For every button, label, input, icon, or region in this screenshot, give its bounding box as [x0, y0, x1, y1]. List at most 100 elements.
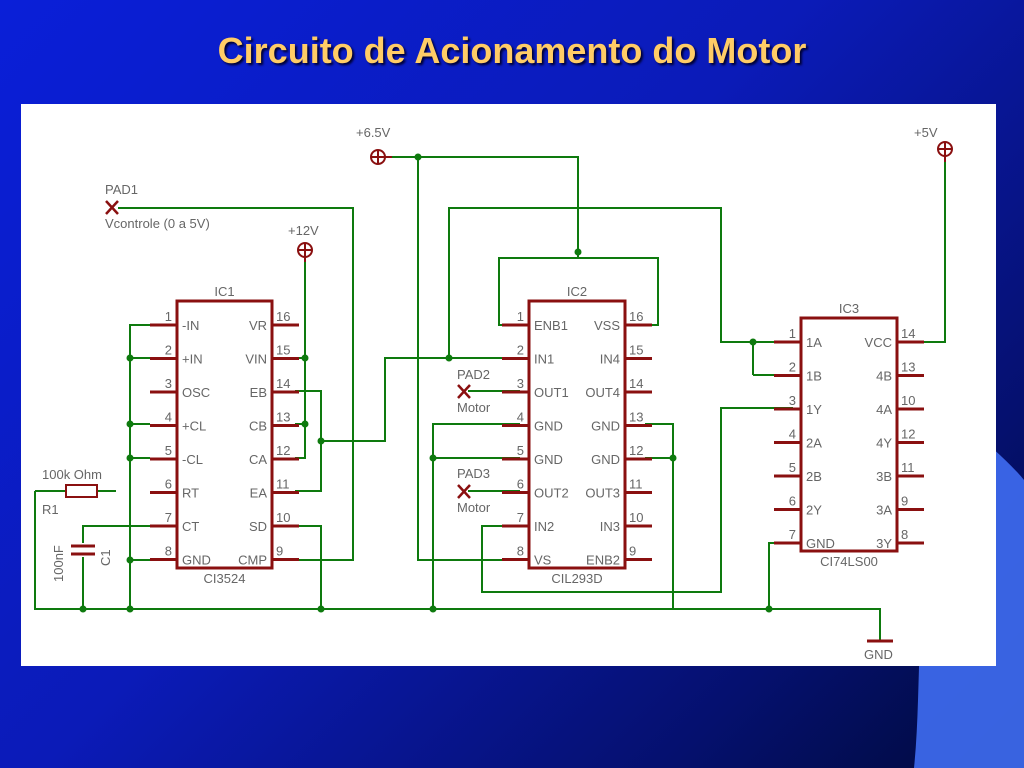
ic2-part: CIL293D [551, 571, 602, 586]
ic2-pin-label: ENB2 [586, 553, 620, 568]
ic3-part: CI74LS00 [820, 554, 878, 569]
v65-wire [388, 156, 579, 252]
ic2-chip: IC2CIL293D1ENB12IN13OUT14GND5GND6OUT27IN… [502, 284, 652, 586]
junction-dot [414, 153, 422, 161]
ic3-pin-label: 3A [876, 503, 892, 518]
ic2-pin-label: OUT4 [585, 385, 620, 400]
ic3-pin-label: 1A [806, 335, 822, 350]
c1-value: 100nF [51, 545, 66, 582]
resistor-r1: 100k Ohm R1 [42, 467, 102, 517]
ic1-pin-label: -IN [182, 318, 199, 333]
ic3-pin-label: 2A [806, 436, 822, 451]
ic3-pin-num: 8 [901, 527, 908, 542]
ic3-pin-num: 11 [901, 460, 915, 475]
ic2-pin-num: 10 [629, 510, 643, 525]
ic3-pin-label: GND [806, 536, 835, 551]
pad2-name: PAD2 [457, 367, 490, 382]
r1-name: R1 [42, 502, 59, 517]
ic1-pin-label: -CL [182, 452, 203, 467]
v65-vs-wire [417, 157, 520, 561]
ic2-pin-label: OUT2 [534, 486, 569, 501]
supply-v5: +5V [914, 125, 953, 162]
ic1-pin-num: 1 [165, 309, 172, 324]
schematic-panel: +6.5V +5V +12V GND PAD1 Vcontrole (0 a 5… [21, 104, 996, 666]
junction-dot [574, 248, 582, 256]
ic1-pin-num: 4 [165, 410, 172, 425]
ic1-pin-num: 5 [165, 443, 172, 458]
ic3-name: IC3 [839, 301, 859, 316]
ic1-pin-num: 14 [276, 376, 290, 391]
ic1-pin-num: 3 [165, 376, 172, 391]
ic3-pin-label: 3B [876, 469, 892, 484]
junction-dot [317, 437, 325, 445]
ic1-pin-label: +CL [182, 419, 206, 434]
ic1-pin-num: 11 [276, 477, 290, 492]
ic3-pin-label: 4B [876, 369, 892, 384]
ic2-pin-num: 8 [517, 544, 524, 559]
ic1-pin-label: CT [182, 519, 199, 534]
ic1-pin-num: 16 [276, 309, 290, 324]
pad3-name: PAD3 [457, 466, 490, 481]
v5-vcc-wire [913, 160, 946, 343]
pad3-desc: Motor [457, 500, 491, 515]
ic1-pin-label: CB [249, 419, 267, 434]
gnd-bus [34, 491, 881, 640]
ic2-pin-num: 4 [517, 410, 524, 425]
v12-vin-wire [295, 260, 306, 359]
junction-dot [669, 454, 677, 462]
junction-dot [126, 454, 134, 462]
junction-dot [765, 605, 773, 613]
ic2-body [527, 299, 627, 570]
pad2: PAD2 Motor [457, 367, 491, 415]
ic2-pin-num: 9 [629, 544, 636, 559]
ic2-pin-label: ENB1 [534, 318, 568, 333]
ic1-pin-label: RT [182, 486, 199, 501]
pad2-desc: Motor [457, 400, 491, 415]
ic1-pin-label: OSC [182, 385, 210, 400]
supply-v65-label: +6.5V [356, 125, 391, 140]
in2-1y-wire [481, 407, 793, 593]
ic2-pin-num: 7 [517, 510, 524, 525]
pad3: PAD3 Motor [457, 466, 491, 515]
ic2-pin-label: GND [534, 452, 563, 467]
ic1-pin-label: VIN [245, 352, 267, 367]
ic1-pin-label: SD [249, 519, 267, 534]
ic3-pin-num: 5 [789, 460, 796, 475]
ic3-gnd-wire [768, 542, 793, 609]
ic1-part: CI3524 [204, 571, 246, 586]
ic2-gnd4-wire [432, 423, 520, 609]
ic1-pin-label: CA [249, 452, 267, 467]
ic1-pin-label: +IN [182, 352, 203, 367]
ic3-pin-num: 10 [901, 393, 915, 408]
junction-dot [126, 605, 134, 613]
junction-dot [301, 420, 309, 428]
ic2-pin-num: 16 [629, 309, 643, 324]
ic2-pin-label: IN2 [534, 519, 554, 534]
ic2-pin-num: 12 [629, 443, 643, 458]
ground-symbol: GND [864, 639, 893, 662]
ic2-pin-num: 1 [517, 309, 524, 324]
ic2-pin-num: 14 [629, 376, 643, 391]
ic2-pin-num: 2 [517, 343, 524, 358]
ct-c1-wire [82, 525, 150, 543]
pad1-cmp-wire [118, 207, 354, 561]
ic2-pin-num: 5 [517, 443, 524, 458]
ic1-pin-num: 15 [276, 343, 290, 358]
ic3-pin-num: 13 [901, 360, 915, 375]
ic1-pin-num: 2 [165, 343, 172, 358]
ic1-pin-num: 13 [276, 410, 290, 425]
ic1-pin-label: EA [250, 486, 268, 501]
ic2-pin-label: IN4 [600, 352, 620, 367]
ic2-pin-label: VSS [594, 318, 620, 333]
ic3-pin-label: 1Y [806, 402, 822, 417]
junction-dot [429, 454, 437, 462]
ic3-pin-label: 1B [806, 369, 822, 384]
ic1-pin-num: 10 [276, 510, 290, 525]
ic2-pin-label: GND [591, 419, 620, 434]
ic1-pin-label: VR [249, 318, 267, 333]
ic3-body [799, 316, 899, 553]
junction-dot [317, 605, 325, 613]
ic1-pin-num: 7 [165, 510, 172, 525]
c1-name: C1 [98, 549, 113, 566]
junction-dot [126, 354, 134, 362]
